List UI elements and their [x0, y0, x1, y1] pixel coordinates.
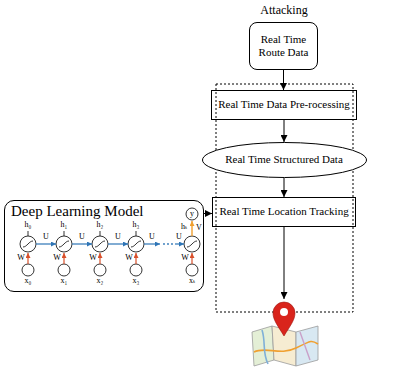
recurrent-weight-label: U [115, 233, 121, 241]
hidden-state-label: h₀ [25, 221, 32, 229]
node-label: Real Time Data Pre-rocessing [218, 98, 350, 111]
process-box: Real Time Data Pre-rocessing [211, 90, 357, 120]
map-icon [252, 302, 318, 366]
recurrent-weight-label: U [43, 233, 49, 241]
input-label: x₃ [133, 277, 140, 285]
hidden-state-label: hₜ [181, 223, 187, 231]
input-weight-label: W [17, 254, 25, 262]
flow-arrow [284, 120, 285, 142]
node-heading: Deep Learning Model [11, 202, 143, 220]
node-label: Real Time Route Data [255, 33, 312, 59]
input-label: x₁ [61, 277, 68, 285]
hidden-state-label: h₃ [133, 221, 140, 229]
input-label: x₀ [25, 277, 32, 285]
recurrent-weight-label: U [149, 233, 155, 241]
input-weight-label: W [125, 254, 133, 262]
input-label: xₜ [189, 277, 195, 285]
flow-arrow [284, 178, 285, 197]
data-ellipse: Real Time Structured Data [202, 142, 367, 178]
node-label: Real Time Location Tracking [219, 205, 348, 218]
process-box: Real Time Location Tracking [212, 197, 356, 227]
output-arrow [284, 227, 285, 299]
hidden-state-label: h₂ [97, 221, 104, 229]
flow-arrow [204, 213, 212, 214]
output-label: y [190, 210, 194, 218]
recurrent-weight-label: U [79, 233, 85, 241]
diagram-title: Attacking [260, 3, 307, 17]
dotted-boundary [216, 84, 353, 312]
input-weight-label: W [53, 254, 61, 262]
flow-arrow [283, 70, 284, 90]
recurrent-weight-label: U [176, 233, 182, 241]
input-box: Real Time Route Data [249, 22, 318, 70]
output-weight-label: V [196, 224, 202, 232]
hidden-state-label: h₁ [61, 221, 68, 229]
node-label: Real Time Structured Data [225, 153, 343, 166]
input-label: x₂ [97, 277, 104, 285]
input-weight-label: W [89, 254, 97, 262]
input-weight-label: W [181, 254, 189, 262]
model-box: Deep Learning Model [4, 200, 204, 292]
